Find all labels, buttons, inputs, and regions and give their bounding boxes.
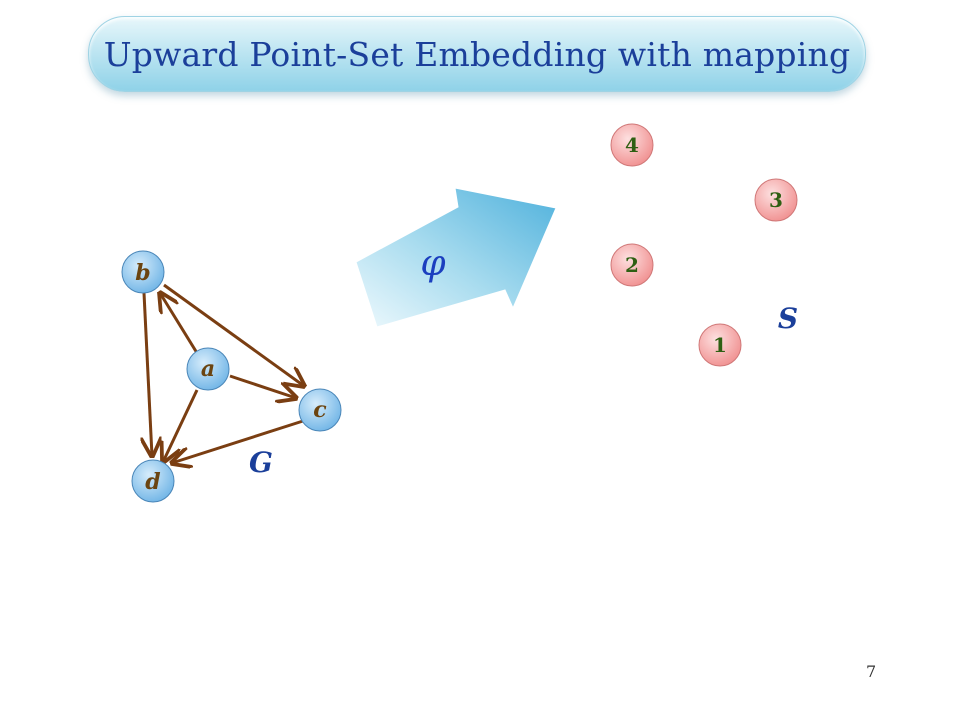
title-banner: Upward Point-Set Embedding with mapping (88, 16, 866, 92)
edge-b-d (144, 292, 152, 456)
graph-vertex-b: b (121, 250, 165, 294)
point-1: 1 (698, 323, 742, 367)
vertex-label-c: c (313, 397, 327, 423)
edge-a-c (229, 374, 296, 398)
point-set-label: S (778, 302, 798, 335)
edge-c-d (172, 419, 304, 463)
vertex-label-b: b (135, 260, 150, 286)
graph-vertex-a: a (186, 347, 230, 391)
graph-label: G (249, 446, 273, 479)
mapping-arrow: φ (355, 187, 557, 328)
graph-vertex-c: c (298, 388, 342, 432)
vertex-label-a: a (201, 356, 215, 382)
point-label-1: 1 (713, 333, 727, 357)
graph-edges (144, 283, 304, 463)
vertex-label-d: d (145, 469, 160, 495)
point-label-3: 3 (769, 188, 783, 212)
page-number: 7 (866, 662, 877, 681)
edge-a-d (163, 389, 199, 462)
mapping-symbol: φ (420, 243, 446, 284)
point-3: 3 (754, 178, 798, 222)
graph-vertex-d: d (131, 459, 175, 503)
point-4: 4 (610, 123, 654, 167)
point-label-4: 4 (625, 133, 639, 157)
edge-a-b (160, 293, 199, 354)
point-2: 2 (610, 243, 654, 287)
edge-b-c (163, 283, 304, 386)
point-label-2: 2 (625, 253, 639, 277)
slide-title: Upward Point-Set Embedding with mapping (103, 34, 851, 74)
